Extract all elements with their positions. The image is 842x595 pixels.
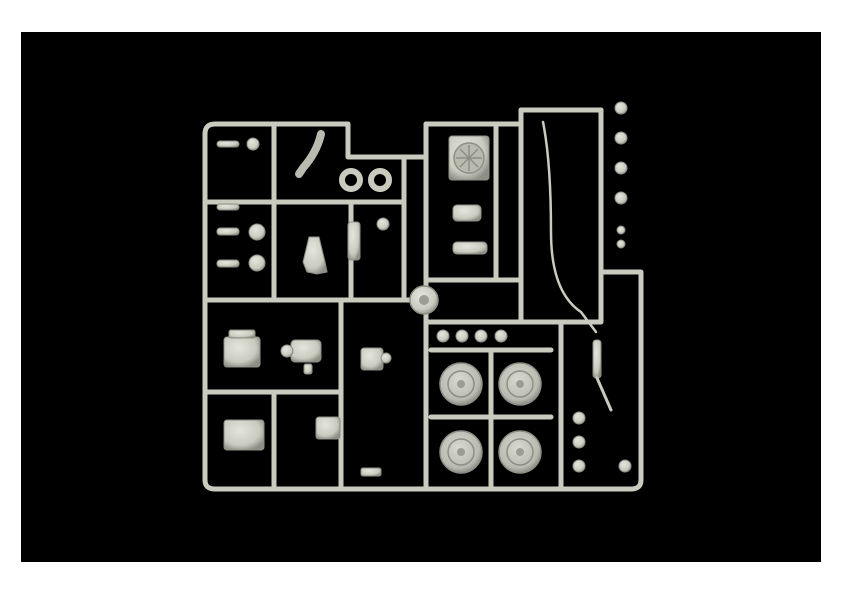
model-kit-sprue [202,101,644,492]
oil-pan-part [223,419,265,451]
radiator-fan-part [448,135,490,181]
wheel-part [498,430,542,474]
wheel-part [439,362,483,406]
pin-parts [216,137,266,272]
engine-block-part [223,329,261,368]
lamp-parts [614,101,628,249]
shock-absorber-part [592,339,613,412]
small-round-parts [572,411,632,473]
wheel-part [439,430,483,474]
wheel-part [498,362,542,406]
exhaust-pipe-part [295,130,325,178]
tank-parts [452,204,488,255]
steering-hub-part [409,285,439,315]
photo-backdrop [21,32,821,562]
knob-parts [436,329,508,343]
distributor-part [360,347,392,371]
cylinder-parts [315,416,382,477]
gearbox-part [280,339,322,375]
suspension-parts [302,217,390,275]
wheel-parts [439,362,542,474]
ring-parts [339,168,392,192]
sprue-frame [202,107,644,492]
